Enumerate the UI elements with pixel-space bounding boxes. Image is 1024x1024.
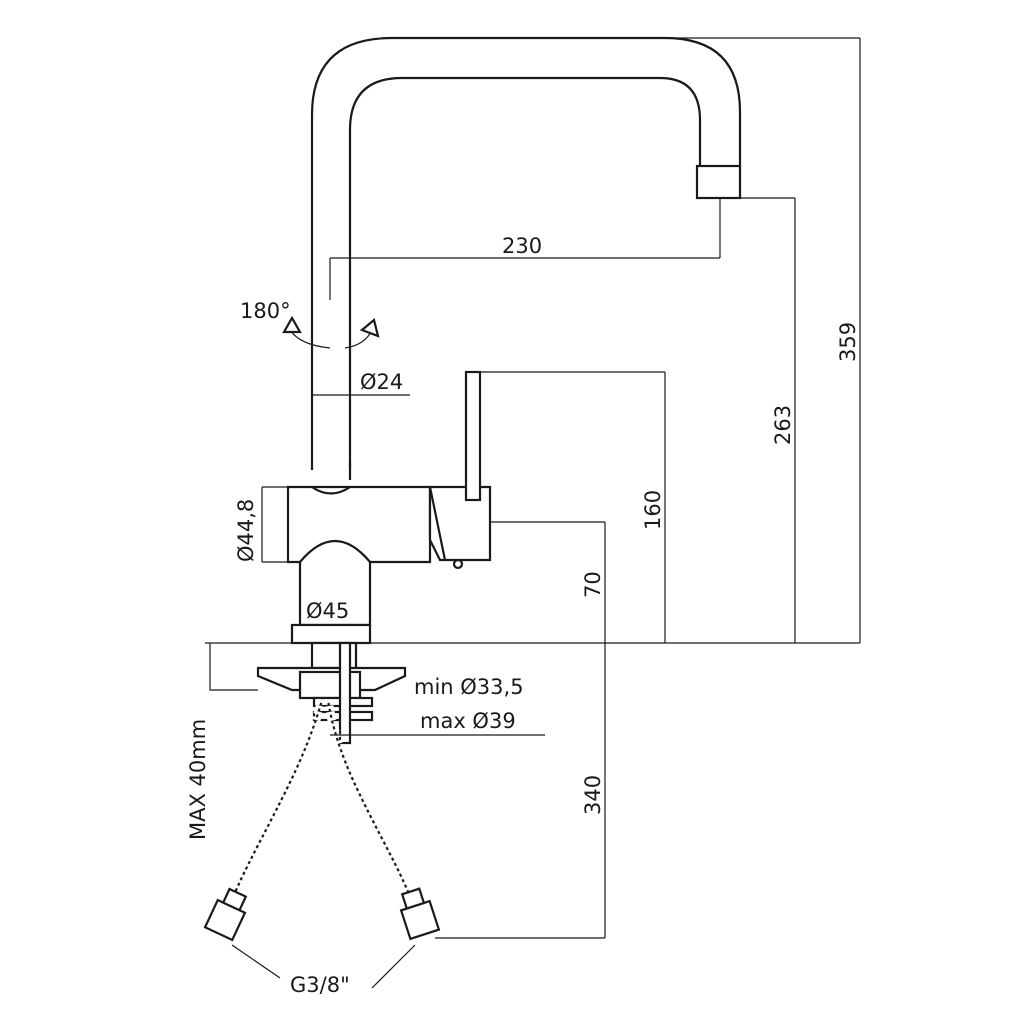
label-spout-diameter: Ø24 [360,370,403,394]
mixer-body [286,370,492,645]
label-hole-max: max Ø39 [420,709,516,733]
flexible-hoses [203,698,441,942]
label-lever-height: 160 [641,490,665,530]
label-body-height: 70 [581,571,605,598]
label-hole-min: min Ø33,5 [414,675,524,699]
label-total-height: 359 [836,322,860,362]
label-hose-length: 340 [581,775,605,815]
label-rotation: 180° [240,299,291,323]
label-body-diameter: Ø44,8 [234,499,258,562]
mounting-hardware [256,641,407,745]
label-spout-reach: 230 [502,234,542,258]
label-connection: G3/8" [290,973,350,997]
label-base-diameter: Ø45 [306,599,349,623]
dimension-lines [205,37,861,989]
label-max-deck: MAX 40mm [186,719,210,840]
spout [310,36,742,480]
label-outlet-height: 263 [771,405,795,445]
